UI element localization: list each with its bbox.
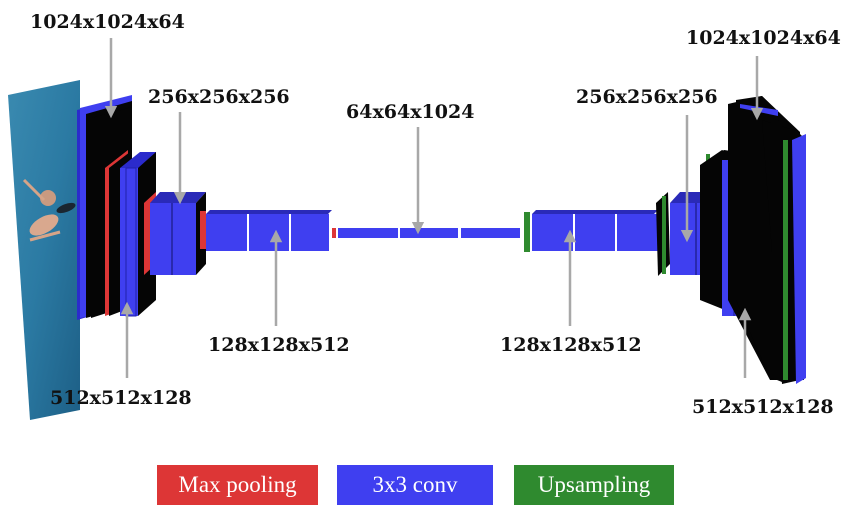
label-enc-512: 512x512x128 (50, 387, 192, 409)
pointer-arrows (104, 38, 764, 378)
label-dec-1024: 1024x1024x64 (686, 27, 841, 49)
encoder-block-128 (206, 210, 332, 251)
decoder-block-128 (532, 210, 658, 251)
label-enc-1024: 1024x1024x64 (30, 11, 185, 33)
maxpool-layer-3 (200, 211, 206, 249)
legend-max-pooling-label: Max pooling (178, 472, 297, 497)
label-dec-512: 512x512x128 (692, 396, 834, 418)
label-dec-128: 128x128x512 (500, 334, 642, 356)
label-dec-256: 256x256x256 (576, 86, 718, 108)
upsample-layer-2 (656, 192, 670, 276)
bottleneck-block (338, 228, 520, 238)
encoder-block-256 (150, 192, 206, 275)
legend-conv: 3x3 conv (337, 465, 493, 505)
decoder-block-1024 (728, 96, 806, 384)
upsample-layer-1 (524, 212, 530, 252)
legend-conv-label: 3x3 conv (372, 472, 458, 497)
label-bottleneck: 64x64x1024 (346, 101, 474, 123)
input-image (8, 80, 80, 420)
legend-upsampling: Upsampling (514, 465, 674, 505)
legend-upsampling-label: Upsampling (537, 472, 651, 497)
label-enc-128: 128x128x512 (208, 334, 350, 356)
legend-max-pooling: Max pooling (157, 465, 318, 505)
label-enc-256: 256x256x256 (148, 86, 290, 108)
maxpool-layer-4 (332, 228, 336, 238)
